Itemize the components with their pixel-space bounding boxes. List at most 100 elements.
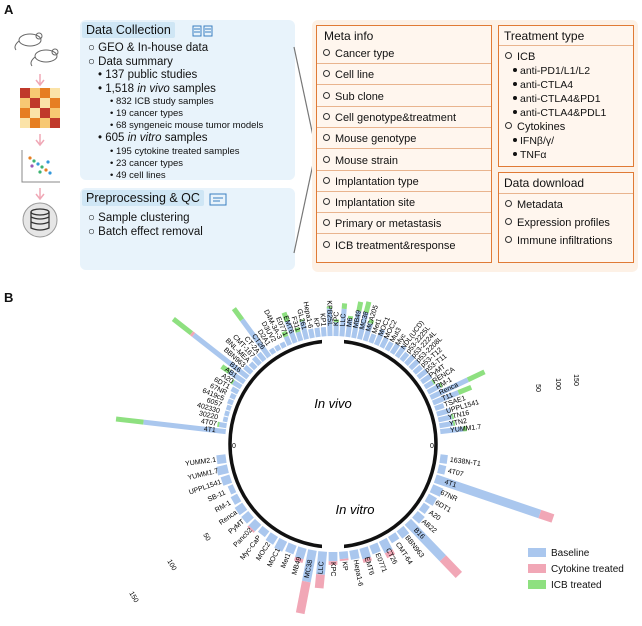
in_vivo-label: LLC	[340, 313, 348, 326]
down-arrow-icon	[35, 74, 45, 87]
in_vivo-label: 30220	[198, 410, 219, 421]
in_vivo-bar-icb-treated	[466, 369, 486, 383]
divider	[317, 148, 491, 150]
in-vitro-label: In vitro	[335, 502, 374, 517]
in_vitro-bar-cytokine-treated	[538, 509, 555, 523]
divider	[317, 212, 491, 214]
meta-info-title: Meta info	[324, 29, 374, 43]
in_vivo-bar-baseline	[379, 336, 389, 349]
data-collection-line: • 195 cytokine treated samples	[110, 145, 240, 157]
divider	[317, 233, 491, 235]
zero-tick-left: 0	[232, 443, 236, 450]
in_vivo-bar-baseline	[279, 341, 287, 349]
in_vivo-bar-baseline	[389, 342, 401, 355]
meta-info-item: Primary or metastasis	[323, 218, 441, 230]
data-collection-line: • 1,518 in vivo samples	[98, 82, 216, 95]
in_vitro-bar-baseline	[338, 551, 349, 560]
data-download-title: Data download	[504, 176, 585, 190]
in_vivo-label: KP1	[318, 313, 326, 327]
in_vivo-bar-baseline	[362, 322, 374, 342]
in_vivo-bar-baseline	[439, 420, 454, 429]
gap-top	[322, 338, 344, 344]
in_vivo-bar-baseline	[222, 416, 229, 423]
divider	[317, 84, 491, 86]
meta-info-item: Mouse strain	[323, 155, 398, 167]
in_vivo-label: 4T1	[203, 426, 216, 434]
in_vivo-bar-icb-treated	[368, 319, 375, 325]
in_vivo-label: M6	[346, 317, 354, 328]
in_vitro-bar-baseline	[418, 502, 430, 515]
in_vivo-bar-icb-treated	[115, 416, 144, 425]
in_vivo-bar-baseline	[339, 308, 347, 337]
in_vivo-bar-baseline	[268, 347, 277, 355]
in_vitro-bar-baseline	[220, 474, 233, 486]
legend-baseline: Baseline	[528, 548, 589, 559]
in_vivo-bar-baseline	[356, 311, 369, 340]
in_vivo-bar-baseline	[295, 331, 304, 342]
divider	[499, 193, 633, 194]
in_vitro-bar-baseline	[230, 493, 242, 505]
treatment-type-title: Treatment type	[504, 29, 585, 43]
data-download-box: Data download Metadata Expression profil…	[498, 172, 634, 263]
panel-a: A	[0, 0, 642, 285]
in_vivo-bar-baseline	[431, 390, 460, 406]
in_vitro-bar-baseline	[227, 484, 237, 495]
in_vitro-bar-cytokine-treated	[295, 580, 311, 615]
data-collection-line: • 49 cell lines	[110, 169, 166, 181]
in_vivo-label: MB49	[352, 310, 362, 329]
download-metadata: Metadata	[505, 199, 563, 211]
divider	[317, 105, 491, 107]
in_vivo-bar-icb-treated	[171, 317, 194, 336]
preprocessing-box: Preprocessing & QC ○ Sample clustering ○…	[80, 188, 295, 270]
in_vitro-bar-baseline	[412, 511, 425, 524]
in_vitro-bar-baseline	[248, 518, 262, 532]
in_vitro-bar-cytokine-treated	[294, 556, 304, 563]
in_vivo-bar-baseline	[283, 335, 293, 347]
workflow-icons	[14, 32, 60, 238]
in_vitro-label: Hepa1-6	[352, 559, 364, 587]
preprocessing-line-2: ○ Batch effect removal	[88, 226, 203, 238]
in_vivo-bar-baseline	[423, 380, 434, 390]
meta-info-item: Implantation type	[323, 176, 419, 188]
scatter-plot-icon	[21, 150, 60, 183]
data-collection-line: • 68 syngeneic mouse tumor models	[110, 120, 264, 131]
gap-bottom	[322, 544, 344, 550]
in_vivo-bar-baseline	[437, 414, 453, 423]
data-collection-title: Data Collection	[82, 22, 175, 38]
in_vivo-bar-icb-treated	[363, 301, 372, 314]
in_vivo-bar-baseline	[345, 318, 353, 338]
down-arrow-icon	[35, 188, 45, 201]
in_vivo-bar-baseline	[224, 410, 230, 417]
in_vivo-bar-baseline	[351, 310, 362, 339]
in_vivo-label: YUMM1.7	[450, 424, 482, 435]
in_vitro-label: EMT6	[363, 556, 375, 576]
in_vitro-bar-baseline	[359, 546, 371, 560]
in_vitro-bar-baseline	[429, 484, 444, 497]
axis-tick-label: 150	[572, 374, 579, 386]
in_vitro-bar-baseline	[387, 532, 400, 544]
in_vitro-label: A20	[427, 509, 441, 522]
in_vivo-label: KPC	[333, 312, 340, 327]
divider	[317, 190, 491, 192]
in_vivo-label: KP	[312, 317, 320, 328]
in_vivo-bar-baseline	[243, 364, 254, 375]
in_vitro-label: 67NR	[439, 489, 458, 503]
panel-b-letter: B	[4, 290, 14, 305]
in_vivo-bar-baseline	[326, 308, 333, 337]
in_vitro-bar-baseline	[295, 546, 307, 560]
in_vivo-bar-icb-treated	[231, 307, 245, 322]
data-collection-line: ○ GEO & In-house data	[88, 42, 209, 54]
meta-info-item: ICB treatment&response	[323, 240, 455, 252]
in_vivo-bar-baseline	[416, 368, 429, 380]
in_vivo-bar-baseline	[384, 341, 394, 352]
in_vivo-bar-baseline	[248, 361, 258, 371]
meta-info-item: Cell genotype&treatment	[323, 112, 456, 124]
data-collection-box: Data Collection ○ GEO & In-house data○ D…	[80, 20, 295, 181]
in_vitro-label: CT26	[384, 547, 398, 566]
treatment-type-box: Treatment type ICB anti-PD1/L1/L2 anti-C…	[498, 25, 634, 167]
divider	[317, 63, 491, 64]
in_vivo-bar-baseline	[412, 364, 423, 375]
divider	[317, 169, 491, 171]
in_vivo-label: MC38	[359, 311, 370, 331]
